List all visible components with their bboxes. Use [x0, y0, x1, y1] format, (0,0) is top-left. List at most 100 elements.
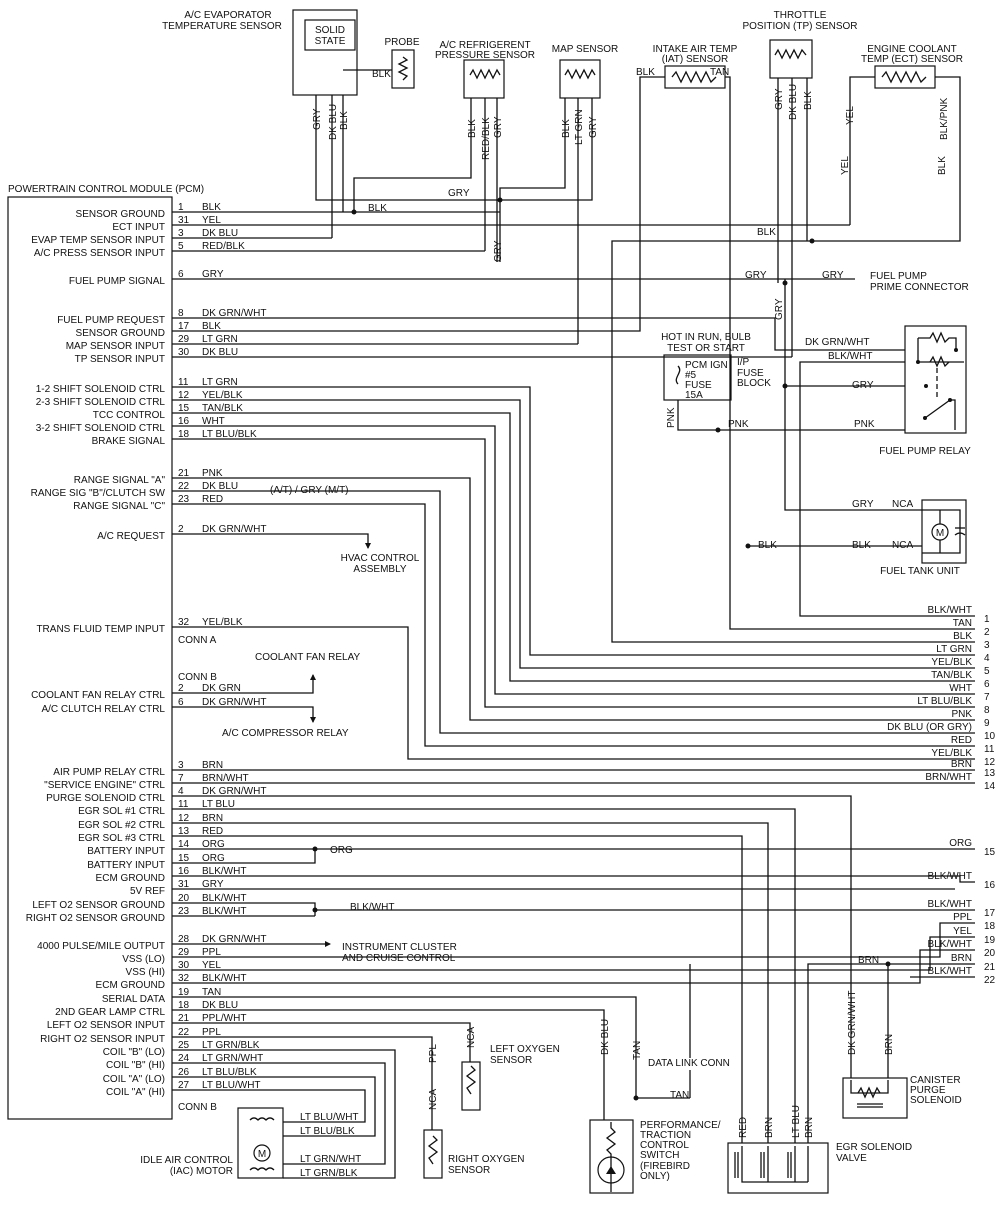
pcm-wire — [172, 490, 975, 734]
pcm-pin-label: 4000 PULSE/MILE OUTPUT — [37, 941, 165, 952]
pcm-pin-number: 3 — [178, 228, 184, 239]
harness-wire-color: TAN/BLK — [931, 670, 972, 681]
harness-number: 13 — [984, 768, 996, 779]
pcm-wire — [172, 849, 316, 864]
harness-number: 8 — [984, 705, 990, 716]
harness-number: 20 — [984, 948, 996, 959]
wire — [725, 76, 975, 630]
pcm-wire — [172, 477, 975, 721]
pcm-pin-number: 18 — [178, 429, 190, 440]
pcm-pin-wire-color: ORG — [202, 853, 225, 864]
pcm-pin-label: 3-2 SHIFT SOLENOID CTRL — [36, 423, 166, 434]
label-components-right_o2-1: SENSOR — [448, 1165, 490, 1176]
pcm-pin-wire-color: RED — [202, 826, 223, 837]
pcm-pin-number: 21 — [178, 1013, 190, 1024]
wire-label: LT GRN/WHT — [300, 1154, 361, 1165]
pcm-box — [7, 196, 173, 1120]
pcm-pin-label: COIL "A" (HI) — [106, 1087, 165, 1098]
wire-label: PNK — [666, 407, 677, 428]
label-connectors-conn_b_top: CONN B — [178, 672, 217, 683]
label-components-fuse-3: 15A — [685, 390, 703, 401]
label-components-tp-1: POSITION (TP) SENSOR — [742, 21, 857, 32]
pcm-pin-number: 15 — [178, 853, 190, 864]
harness-wire-color: YEL/BLK — [931, 748, 972, 759]
wire — [807, 963, 975, 1143]
pcm-pin-label: SERIAL DATA — [102, 994, 165, 1005]
pcm-pin-wire-color: YEL/BLK — [202, 617, 243, 628]
harness-wire-color: PPL — [953, 912, 972, 923]
pcm-pin-wire-color: DK BLU — [202, 1000, 238, 1011]
wire-label: GRY — [448, 188, 470, 199]
wire-label: YEL — [840, 156, 851, 175]
wire-label: GRY — [852, 499, 874, 510]
fuse-box — [663, 354, 732, 401]
wire-label: TAN — [670, 1090, 689, 1101]
pcm-pin-label: FUEL PUMP SIGNAL — [69, 276, 166, 287]
pcm-wire — [172, 1049, 396, 1179]
label-components-fuse-1: #5 — [685, 370, 697, 381]
label-components-canister-1: PURGE — [910, 1085, 946, 1096]
label-components-probe: PROBE — [384, 37, 419, 48]
pcm-pin-label: MAP SENSOR INPUT — [66, 341, 165, 352]
wire-label: BLK — [757, 227, 776, 238]
harness-wire-color: BLK/WHT — [928, 939, 972, 950]
harness-number: 19 — [984, 935, 996, 946]
pcm-pin-number: 14 — [178, 839, 190, 850]
pcm-pin-label: COIL "B" (HI) — [106, 1060, 165, 1071]
wire-label: RED/BLK — [481, 117, 492, 160]
label-components-perf-0: PERFORMANCE/ — [640, 1120, 721, 1131]
pcm-pin-wire-color: LT GRN — [202, 377, 238, 388]
wire-label: ORG — [330, 845, 353, 856]
wire-label: BLK — [803, 91, 814, 110]
pcm-pin-number: 32 — [178, 973, 190, 984]
harness-wire-color: TAN — [953, 618, 972, 629]
pcm-pin-label: COIL "A" (LO) — [103, 1074, 165, 1085]
label-connectors-conn_b_bottom: CONN B — [178, 1102, 217, 1113]
egr-solenoid-valve — [727, 1142, 829, 1194]
harness-number: 4 — [984, 653, 990, 664]
pcm-pin-number: 3 — [178, 760, 184, 771]
wire-label: PPL — [428, 1044, 439, 1063]
pcm-pin-number: 2 — [178, 683, 184, 694]
label-components-iat-1: (IAT) SENSOR — [662, 54, 728, 65]
harness-wire-color: LT GRN — [936, 644, 972, 655]
harness-number: 10 — [984, 731, 996, 742]
pcm-pin-number: 23 — [178, 906, 190, 917]
pcm-pin-wire-color: TAN/BLK — [202, 403, 243, 414]
label-components-hvac-1: ASSEMBLY — [353, 564, 406, 575]
pcm-pin-wire-color: LT BLU — [202, 799, 235, 810]
splice-dot — [809, 238, 815, 244]
pcm-pin-wire-color: BRN — [202, 760, 223, 771]
splice-dot — [782, 280, 788, 286]
label-components-hot_in_run-1: TEST OR START — [667, 343, 745, 354]
pcm-pin-number: 21 — [178, 468, 190, 479]
pcm-pin-label: ECM GROUND — [96, 980, 165, 991]
pcm-pin-wire-color: BLK/WHT — [202, 973, 246, 984]
harness-wire-color: BRN/WHT — [925, 772, 972, 783]
pcm-pin-label: ECM GROUND — [96, 873, 165, 884]
pcm-pin-wire-color: YEL/BLK — [202, 390, 243, 401]
pcm-pin-wire-color: DK GRN/WHT — [202, 934, 266, 945]
harness-number: 7 — [984, 692, 990, 703]
pcm-pin-number: 19 — [178, 987, 190, 998]
label-components-egr-0: EGR SOLENOID — [836, 1142, 912, 1153]
label-components-fuse_block-2: BLOCK — [737, 378, 771, 389]
pcm-pin-wire-color: DK GRN/WHT — [202, 524, 266, 535]
harness-wire-color: RED — [951, 735, 972, 746]
wire-label: RED — [738, 1117, 749, 1138]
harness-number: 3 — [984, 640, 990, 651]
pcm-pin-label: SENSOR GROUND — [76, 209, 165, 220]
pcm-pin-label: EVAP TEMP SENSOR INPUT — [31, 235, 165, 246]
pcm-wire — [172, 76, 665, 332]
pcm-wire — [172, 875, 975, 883]
harness-number: 17 — [984, 908, 996, 919]
wire-label: GRY — [745, 270, 767, 281]
pcm-pin-number: 5 — [178, 241, 184, 252]
pcm-pin-wire-color: BRN/WHT — [202, 773, 249, 784]
harness-number: 12 — [984, 757, 996, 768]
pcm-wire — [172, 1036, 433, 1130]
label-components-perf-4: (FIREBIRD — [640, 1161, 690, 1172]
pcm-pin-wire-color: GRY — [202, 879, 224, 890]
label-components-instrument-1: AND CRUISE CONTROL — [342, 953, 456, 964]
wire-label: BLK — [852, 540, 871, 551]
